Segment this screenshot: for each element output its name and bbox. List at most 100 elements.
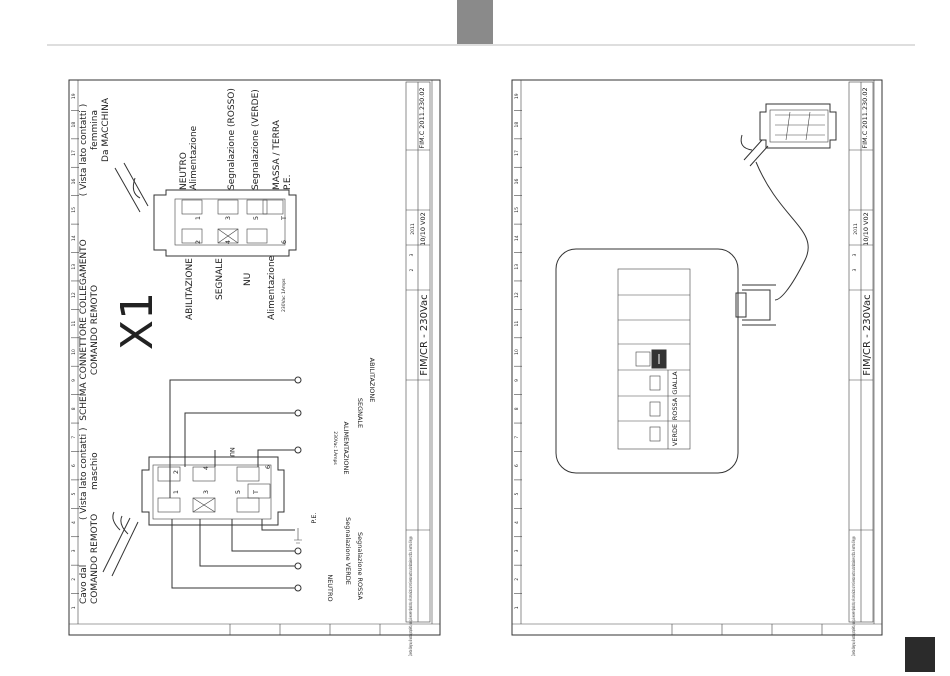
left-sheet-frame <box>68 79 441 636</box>
left-grid-number: 8 <box>71 407 77 410</box>
left-grid-number: 18 <box>71 122 77 128</box>
left-tb-note: Questo disegno, di nostra proprietà, non… <box>407 536 414 656</box>
right-tb-drawing-number: FIM.C 2011.230.02 <box>861 87 869 148</box>
left-grid-number: 17 <box>71 150 77 156</box>
right-grid-number: 19 <box>514 93 520 99</box>
right-grid-number: 12 <box>514 292 520 298</box>
left-grid-number: 7 <box>71 436 77 439</box>
label-alim-rating: 230Vac 1Amps <box>332 431 338 465</box>
left-grid-number: 10 <box>71 349 77 355</box>
female-label-pe: P.E. <box>283 175 293 190</box>
label-neutro: NEUTRO <box>326 574 334 601</box>
right-grid-number: 8 <box>514 407 520 410</box>
cable-label-1: Cavo dal <box>79 565 89 604</box>
right-tb-num: 2011 <box>853 223 859 235</box>
male-pin-1: 1 <box>172 490 180 494</box>
left-grid-number: 12 <box>71 292 77 298</box>
male-pin-4: 4 <box>202 466 210 470</box>
switch-off <box>635 351 651 367</box>
right-grid-number: 17 <box>514 150 520 156</box>
lamp-gialla <box>649 375 661 391</box>
male-pin-t: T <box>252 490 260 495</box>
left-tb-fg: 2 <box>409 268 415 271</box>
female-label-rosso: Segnalazione (ROSSO) <box>227 88 237 190</box>
right-cable <box>755 161 809 301</box>
left-tb-code: FIM/CR - 230Vac <box>419 294 430 375</box>
cable-label-2: COMANDO REMOTO <box>90 514 100 604</box>
female-label-segnale: SEGNALE <box>215 258 225 300</box>
wire-neutro <box>171 519 295 589</box>
right-sheet-frame <box>511 79 883 636</box>
right-grid-number: 18 <box>514 122 520 128</box>
female-pin-t: T <box>280 216 288 221</box>
left-grid-number: 1 <box>71 606 77 609</box>
male-pin-6: 6 <box>264 465 272 469</box>
connector-id: X1 <box>112 292 163 350</box>
left-tb-num: 2011 <box>410 223 416 235</box>
female-pin-4: 4 <box>224 240 232 244</box>
right-tb-code: FIM/CR - 230Vac <box>862 294 873 375</box>
left-tb-date: 10/10 V02 <box>419 212 427 246</box>
female-label-neutro: NEUTRO <box>179 152 189 190</box>
female-label-alim-rating: 230Vac 1Amps <box>281 278 287 312</box>
right-grid-number: 15 <box>514 207 520 213</box>
female-label-nu: NU <box>243 273 253 286</box>
male-view-gender: maschio <box>90 452 100 490</box>
male-view-label: ( Vista lato contatti ) <box>79 428 89 520</box>
female-pin-1: 1 <box>194 216 202 220</box>
right-grid-number: 14 <box>514 235 520 241</box>
wire-alimentazione <box>257 449 295 467</box>
female-view-label: ( Vista lato contatti ) <box>79 104 89 196</box>
left-grid-number: 2 <box>71 578 77 581</box>
left-grid-number: 5 <box>71 493 77 496</box>
left-grid-number: 9 <box>71 379 77 382</box>
label-lamp-verde: VERDE <box>671 424 679 446</box>
female-pin-5: 5 <box>252 216 260 220</box>
schema-subtitle: COMANDO REMOTO <box>90 285 100 375</box>
female-connector: 1 3 5 T 2 4 6 <box>153 189 297 257</box>
male-connector: 2 4 6 1 3 5 T <box>141 456 285 526</box>
right-grid-number: 16 <box>514 178 520 184</box>
wire-verde <box>231 519 295 552</box>
label-alimentazione: ALIMENTAZIONE <box>342 422 350 475</box>
label-pe: P.E. <box>310 512 318 523</box>
label-verde: Segnalazione VERDE <box>344 517 352 585</box>
label-lamp-gialla: GIALLA <box>671 371 679 395</box>
female-label-abilitazione: ABILITAZIONE <box>185 258 195 320</box>
wire-abilitazione <box>169 379 295 498</box>
right-grid-number: 9 <box>514 379 520 382</box>
control-box <box>555 248 739 474</box>
right-connector <box>759 103 837 149</box>
male-pin-2: 2 <box>172 470 180 474</box>
label-segnale: SEGNALE <box>356 398 364 428</box>
left-grid-number: 6 <box>71 464 77 467</box>
female-label-massa: MASSA / TERRA <box>272 119 282 190</box>
left-tb-di: 3 <box>409 253 415 256</box>
left-grid-number: 11 <box>71 321 77 327</box>
header-tab <box>457 0 493 44</box>
wire-segnale <box>184 412 295 467</box>
left-grid-number: 4 <box>71 521 77 524</box>
female-label-verde: Segnalazione (VERDE) <box>251 89 261 190</box>
left-grid-number: 14 <box>71 235 77 241</box>
right-grid-number: 7 <box>514 436 520 439</box>
label-nu: NU <box>228 447 236 457</box>
right-tb-di: 3 <box>852 253 858 256</box>
right-grid-number: 13 <box>514 264 520 270</box>
male-pin-3: 3 <box>202 490 210 494</box>
right-grid-number: 10 <box>514 349 520 355</box>
page-tab <box>905 637 935 672</box>
right-tb-date: 10/10 V02 <box>862 212 870 246</box>
female-label-alimentazione: Alimentazione <box>267 255 277 320</box>
right-grid-number: 6 <box>514 464 520 467</box>
male-pin-5: 5 <box>234 490 242 494</box>
lamp-rossa <box>649 401 661 417</box>
female-view-gender: femmina <box>90 110 100 150</box>
left-grid-number: 3 <box>71 549 77 552</box>
